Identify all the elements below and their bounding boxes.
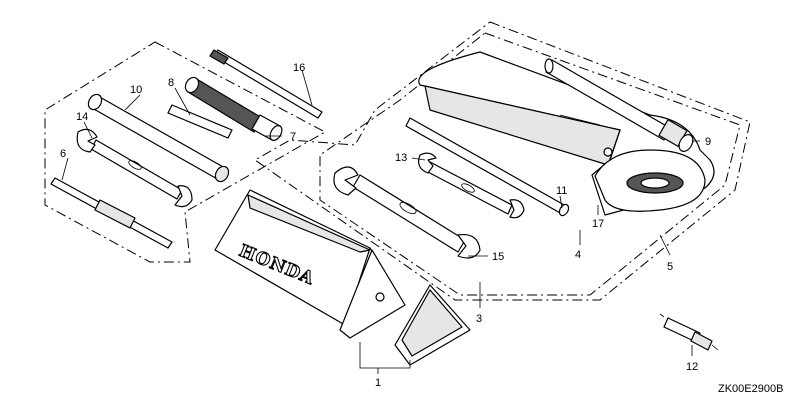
callout-17: 17 (592, 218, 604, 230)
callout-14: 14 (76, 111, 88, 123)
callout-15: 15 (492, 251, 504, 263)
wrench-13 (418, 152, 525, 219)
callout-16: 16 (293, 62, 305, 74)
group-boundary-left (44, 41, 327, 263)
callout-3: 3 (476, 313, 482, 325)
box-wrench-10 (87, 93, 230, 183)
callout-1: 1 (375, 377, 381, 389)
callout-5: 5 (667, 261, 673, 273)
rod-9 (544, 58, 694, 152)
wrench-14 (76, 128, 193, 208)
tool-bag (418, 51, 715, 216)
callout-10: 10 (130, 84, 142, 96)
tool-case-3: HONDA (214, 189, 406, 339)
tip-8 (167, 104, 233, 139)
group-boundary-right-outer (254, 21, 751, 301)
callout-6: 6 (60, 148, 66, 160)
wrench-15 (333, 166, 481, 259)
callout-11: 11 (556, 185, 567, 197)
callout-9: 9 (705, 136, 711, 148)
screwdriver-6 (50, 177, 173, 249)
callout-8: 8 (168, 77, 174, 89)
case-cap (394, 284, 471, 366)
spark-plug-12 (659, 313, 719, 351)
callout-12: 12 (686, 361, 698, 373)
callout-4: 4 (575, 249, 581, 261)
leader-lines (61, 69, 700, 374)
screwdriver-16 (209, 49, 323, 119)
callout-7: 7 (290, 131, 296, 143)
callout-13: 13 (395, 152, 407, 164)
group-boundary-right-inner (319, 32, 741, 296)
callouts: 16 8 10 14 6 7 9 13 11 17 4 5 15 3 1 12 (60, 62, 711, 389)
handle-8 (184, 76, 283, 141)
drawing-code: ZK00E2900B (718, 383, 783, 395)
